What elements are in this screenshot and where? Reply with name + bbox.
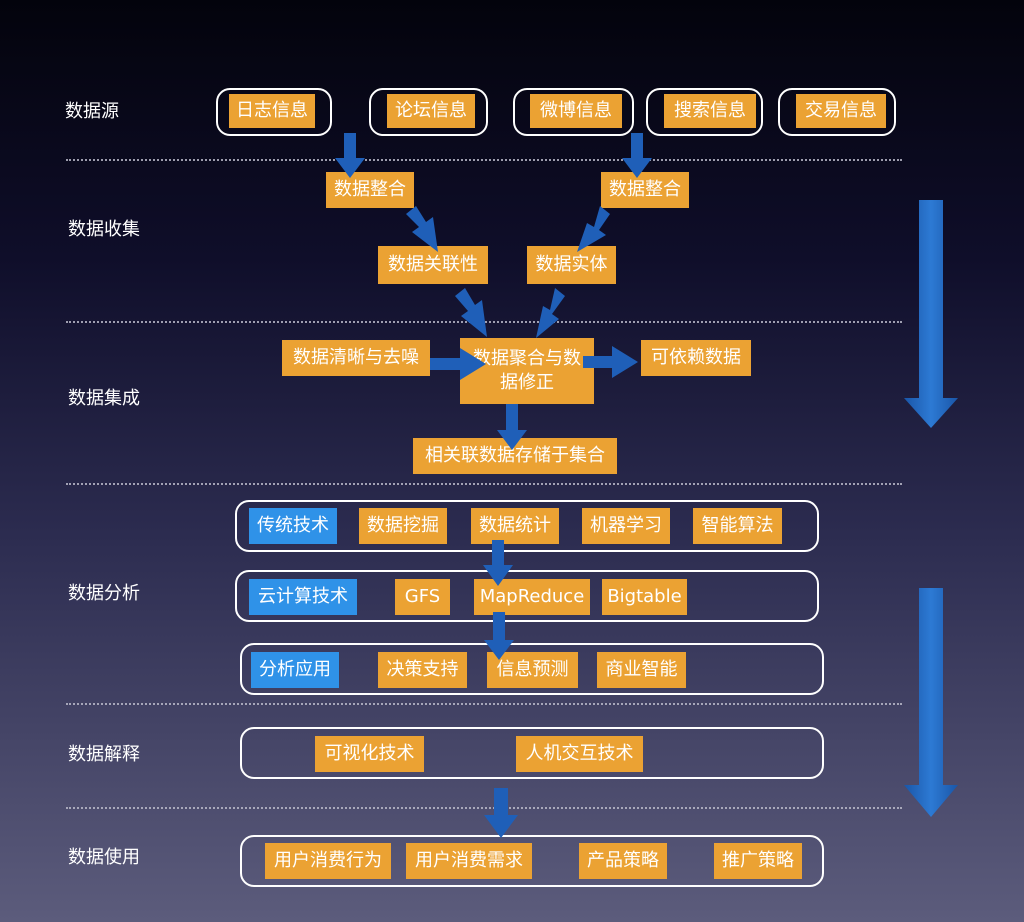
separator	[66, 807, 902, 809]
gfs-box: GFS	[395, 579, 450, 615]
mapreduce-box: MapReduce	[474, 579, 590, 615]
separator	[66, 703, 902, 705]
aggregate-box: 数据聚合与数据修正	[460, 338, 594, 404]
source-box-search: 搜索信息	[664, 94, 756, 128]
stage-label-interpret: 数据解释	[68, 744, 140, 765]
big-arrow-down-icon	[904, 588, 958, 817]
smart-algorithm-box: 智能算法	[693, 508, 782, 544]
source-frame	[513, 88, 634, 136]
storage-box: 相关联数据存储于集合	[413, 438, 617, 474]
arrow-down-icon	[484, 788, 518, 838]
stage-label-integrate: 数据集成	[68, 388, 140, 409]
hci-box: 人机交互技术	[516, 736, 643, 772]
interpretation-frame	[240, 727, 824, 779]
business-intelligence-box: 商业智能	[597, 652, 686, 688]
bigtable-box: Bigtable	[602, 579, 687, 615]
source-box-logs: 日志信息	[229, 94, 315, 128]
big-arrow-down-icon	[904, 200, 958, 428]
separator	[66, 159, 902, 161]
arrow-diagonal-icon	[455, 288, 487, 337]
stage-label-collect: 数据收集	[68, 219, 140, 240]
cloud-tech-frame	[235, 570, 819, 622]
relevance-box: 数据关联性	[378, 246, 488, 284]
separator	[66, 321, 902, 323]
source-frame	[778, 88, 896, 136]
arrow-diagonal-icon	[536, 288, 565, 338]
integrate-box-right: 数据整合	[601, 172, 689, 208]
stage-label-use: 数据使用	[68, 847, 140, 868]
cleaning-box: 数据清晰与去噪	[282, 340, 430, 376]
separator	[66, 483, 902, 485]
data-mining-box: 数据挖掘	[359, 508, 447, 544]
source-frame	[216, 88, 332, 136]
decision-support-box: 决策支持	[378, 652, 467, 688]
promotion-strategy-box: 推广策略	[714, 843, 802, 879]
source-frame	[646, 88, 763, 136]
entity-box: 数据实体	[527, 246, 616, 284]
traditional-tech-frame	[235, 500, 819, 552]
consumer-behavior-box: 用户消费行为	[265, 843, 391, 879]
source-box-trade: 交易信息	[796, 94, 886, 128]
stage-label-source: 数据源	[65, 101, 119, 122]
machine-learning-box: 机器学习	[582, 508, 670, 544]
traditional-tech-box: 传统技术	[249, 508, 337, 544]
source-frame	[369, 88, 488, 136]
product-strategy-box: 产品策略	[579, 843, 667, 879]
stage-label-analyze: 数据分析	[68, 583, 140, 604]
info-prediction-box: 信息预测	[487, 652, 578, 688]
visualization-box: 可视化技术	[315, 736, 424, 772]
integrate-box-left: 数据整合	[326, 172, 414, 208]
source-box-weibo: 微博信息	[530, 94, 622, 128]
cloud-tech-box: 云计算技术	[249, 579, 357, 615]
analysis-app-box: 分析应用	[251, 652, 339, 688]
data-statistics-box: 数据统计	[471, 508, 559, 544]
analysis-app-frame	[240, 643, 824, 695]
reliable-box: 可依赖数据	[641, 340, 751, 376]
consumer-demand-box: 用户消费需求	[406, 843, 532, 879]
usage-frame	[240, 835, 824, 887]
source-box-forum: 论坛信息	[387, 94, 475, 128]
